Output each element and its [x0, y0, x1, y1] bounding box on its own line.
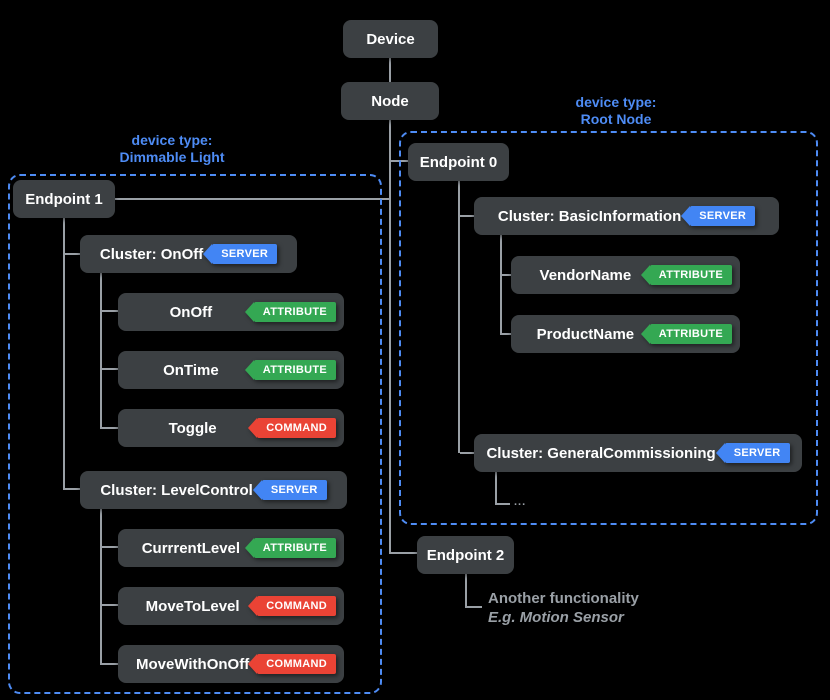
dimmable-light-group-label: device type: Dimmable Light — [72, 132, 272, 166]
connector-line — [102, 604, 118, 606]
connector-line — [465, 606, 482, 608]
command-badge: COMMAND — [248, 654, 336, 674]
endpoint-2-label: Endpoint 2 — [426, 546, 505, 564]
command-movewithonoff-box: MoveWithOnOff COMMAND — [118, 645, 344, 683]
attribute-productname-box: ProductName ATTRIBUTE — [511, 315, 740, 353]
connector-line — [389, 120, 391, 554]
connector-line — [102, 368, 118, 370]
command-badge: COMMAND — [248, 418, 336, 438]
server-badge: SERVER — [681, 206, 756, 226]
connector-line — [391, 552, 417, 554]
command-name: MoveToLevel — [145, 597, 240, 615]
command-badge: COMMAND — [248, 596, 336, 616]
device-type-name: Dimmable Light — [119, 149, 225, 165]
attribute-name: ProductName — [536, 325, 635, 343]
endpoint-1-box: Endpoint 1 — [13, 180, 115, 218]
device-type-caption: device type: — [131, 132, 213, 148]
connector-line — [460, 452, 474, 454]
endpoint-0-box: Endpoint 0 — [408, 143, 509, 181]
root-node-group-border — [399, 131, 818, 525]
connector-line — [502, 274, 511, 276]
command-movetolevel-box: MoveToLevel COMMAND — [118, 587, 344, 625]
cluster-levelcontrol-box: Cluster: LevelControl SERVER — [80, 471, 347, 509]
cluster-basicinformation-box: Cluster: BasicInformation SERVER — [474, 197, 779, 235]
ellipsis-text: ... — [514, 496, 527, 508]
command-toggle-box: Toggle COMMAND — [118, 409, 344, 447]
device-label: Device — [366, 30, 415, 48]
cluster-name: Cluster: GeneralCommissioning — [486, 444, 716, 462]
attribute-badge: ATTRIBUTE — [640, 265, 732, 285]
cluster-name: Cluster: LevelControl — [100, 481, 253, 499]
connector-line — [460, 215, 474, 217]
cluster-name: Cluster: BasicInformation — [497, 207, 682, 225]
device-box: Device — [343, 20, 438, 58]
connector-line — [100, 273, 102, 429]
command-name: MoveWithOnOff — [136, 655, 250, 673]
note-line-2: E.g. Motion Sensor — [488, 609, 624, 626]
endpoint-0-label: Endpoint 0 — [419, 153, 498, 171]
connector-line — [115, 198, 389, 200]
attribute-badge: ATTRIBUTE — [640, 324, 732, 344]
endpoint-2-box: Endpoint 2 — [417, 536, 514, 574]
server-badge: SERVER — [252, 480, 327, 500]
connector-line — [63, 218, 65, 490]
connector-line — [102, 546, 118, 548]
connector-line — [500, 235, 502, 335]
attribute-badge: ATTRIBUTE — [244, 538, 336, 558]
connector-line — [102, 663, 118, 665]
connector-line — [100, 509, 102, 665]
attribute-name: CurrrentLevel — [141, 539, 241, 557]
attribute-badge: ATTRIBUTE — [244, 302, 336, 322]
server-badge: SERVER — [715, 443, 790, 463]
connector-line — [458, 181, 460, 453]
note-line-1: Another functionality — [488, 590, 639, 607]
connector-line — [465, 574, 467, 608]
attribute-currrentlevel-box: CurrrentLevel ATTRIBUTE — [118, 529, 344, 567]
attribute-onoff-box: OnOff ATTRIBUTE — [118, 293, 344, 331]
device-type-name: Root Node — [580, 111, 652, 127]
command-name: Toggle — [168, 419, 217, 437]
cluster-onoff-box: Cluster: OnOff SERVER — [80, 235, 297, 273]
connector-line — [102, 427, 118, 429]
node-box: Node — [341, 82, 439, 120]
dimmable-light-group-border — [8, 174, 382, 694]
server-badge: SERVER — [203, 244, 278, 264]
connector-line — [102, 310, 118, 312]
cluster-name: Cluster: OnOff — [99, 245, 204, 263]
attribute-ontime-box: OnTime ATTRIBUTE — [118, 351, 344, 389]
node-label: Node — [371, 92, 409, 110]
connector-line — [495, 472, 497, 505]
endpoint-2-note: Another functionality E.g. Motion Sensor — [488, 589, 639, 627]
connector-line — [502, 333, 511, 335]
attribute-name: OnOff — [169, 303, 213, 321]
attribute-vendorname-box: VendorName ATTRIBUTE — [511, 256, 740, 294]
endpoint-1-label: Endpoint 1 — [25, 190, 103, 208]
device-type-caption: device type: — [575, 94, 657, 110]
cluster-generalcommissioning-box: Cluster: GeneralCommissioning SERVER — [474, 434, 802, 472]
root-node-group-label: device type: Root Node — [516, 94, 716, 128]
connector-line — [65, 488, 80, 490]
connector-line — [65, 253, 80, 255]
attribute-name: VendorName — [539, 266, 632, 284]
attribute-name: OnTime — [163, 361, 219, 379]
connector-line — [389, 57, 391, 83]
connector-line — [495, 503, 510, 505]
attribute-badge: ATTRIBUTE — [244, 360, 336, 380]
